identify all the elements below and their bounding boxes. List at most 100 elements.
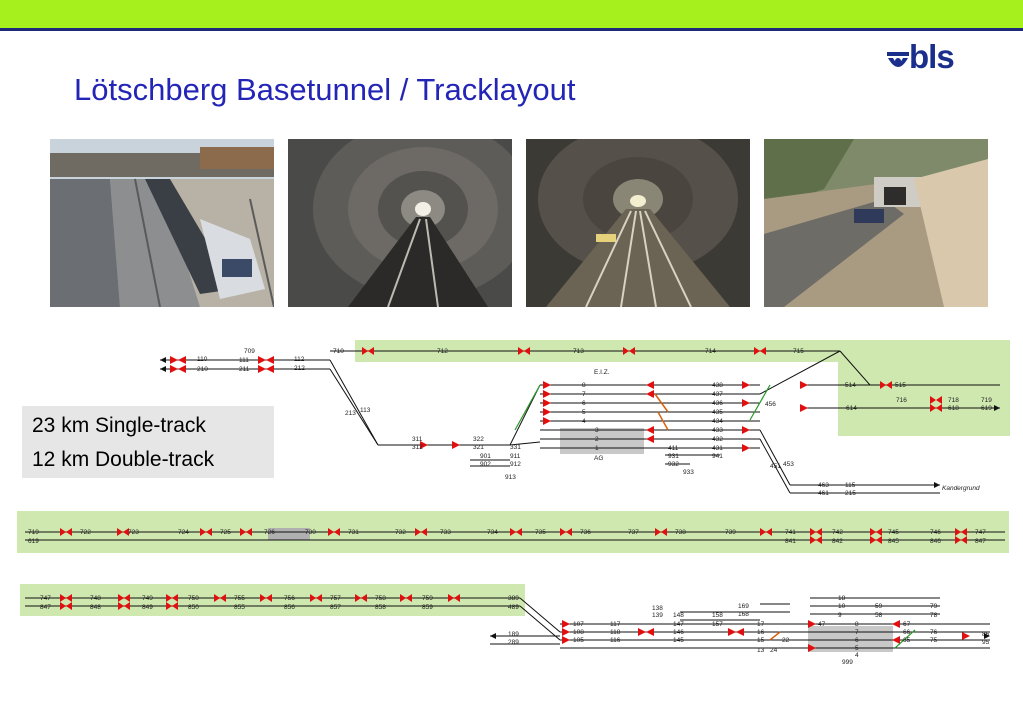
label-115: 115: [845, 482, 856, 489]
label-431: 431: [712, 445, 723, 452]
section1-labels: 110 210 709 111 211 112 212 710 712 713 …: [197, 348, 992, 497]
svg-text:138: 138: [652, 605, 663, 612]
svg-text:10: 10: [838, 603, 846, 610]
svg-text:746: 746: [930, 529, 941, 536]
svg-text:7: 7: [855, 629, 859, 636]
bls-emblem-icon: [887, 52, 909, 67]
svg-text:755: 755: [234, 595, 245, 602]
svg-text:59: 59: [875, 603, 883, 610]
label-718: 718: [948, 397, 959, 404]
svg-text:735: 735: [535, 529, 546, 536]
label-710: 710: [333, 348, 344, 355]
label-215: 215: [845, 490, 856, 497]
label-433: 433: [712, 427, 723, 434]
section3-labels: 747 847 748 848 749 849 750 850 755 855 …: [40, 595, 990, 666]
label-track-5: 5: [582, 409, 586, 416]
svg-text:747: 747: [975, 529, 986, 536]
section2-labels: 719 619 722 723 724 725 726 730 731 732 …: [28, 529, 986, 545]
svg-text:745: 745: [888, 529, 899, 536]
green-switch-markers: [514, 384, 916, 649]
svg-text:66: 66: [903, 629, 911, 636]
signals: [170, 347, 942, 452]
switch-markers: [654, 393, 781, 641]
label-322: 322: [473, 436, 484, 443]
arrow-left-icon: [490, 633, 496, 639]
label-435: 435: [712, 409, 723, 416]
section3-tracks: [25, 597, 990, 649]
arrow-left-icon: [160, 366, 166, 372]
label-track-2: 2: [595, 436, 599, 443]
photo-tunnel-crossover: [526, 139, 750, 307]
svg-text:79: 79: [930, 603, 938, 610]
svg-text:724: 724: [178, 529, 189, 536]
photo-tunnel-single-tube: [288, 139, 512, 307]
svg-text:116: 116: [610, 637, 621, 644]
svg-text:158: 158: [712, 612, 723, 619]
svg-text:148: 148: [673, 612, 684, 619]
svg-text:757: 757: [330, 595, 341, 602]
svg-text:845: 845: [888, 538, 899, 545]
svg-text:24: 24: [770, 647, 778, 654]
svg-text:189: 189: [508, 631, 519, 638]
svg-text:849: 849: [142, 604, 153, 611]
svg-text:841: 841: [785, 538, 796, 545]
svg-text:22: 22: [782, 637, 790, 644]
label-715: 715: [793, 348, 804, 355]
label-619: 619: [981, 405, 992, 412]
label-931: 931: [668, 453, 679, 460]
svg-text:168: 168: [738, 611, 749, 618]
station-platform-block: [560, 428, 644, 454]
top-divider-line: [0, 28, 1023, 31]
svg-text:847: 847: [40, 604, 51, 611]
svg-text:999: 999: [842, 659, 853, 666]
label-902: 902: [480, 461, 491, 468]
svg-text:18: 18: [838, 595, 846, 602]
label-track-4: 4: [582, 418, 586, 425]
svg-text:15: 15: [757, 637, 765, 644]
photo-station-freight-train: [50, 139, 274, 307]
label-912: 912: [510, 461, 521, 468]
label-212: 212: [294, 365, 305, 372]
svg-text:738: 738: [675, 529, 686, 536]
page-title: Lötschberg Basetunnel / Tracklayout: [74, 72, 576, 107]
label-111: 111: [239, 357, 249, 364]
svg-text:856: 856: [284, 604, 295, 611]
svg-text:105: 105: [573, 637, 584, 644]
label-714: 714: [705, 348, 716, 355]
label-track-3: 3: [595, 427, 599, 434]
bls-logo: bls: [885, 38, 971, 78]
label-438: 438: [712, 382, 723, 389]
svg-text:858: 858: [375, 604, 386, 611]
svg-text:95: 95: [982, 639, 990, 646]
svg-text:750: 750: [188, 595, 199, 602]
svg-text:730: 730: [305, 529, 316, 536]
svg-text:9: 9: [838, 612, 842, 619]
svg-text:75: 75: [930, 637, 938, 644]
label-913: 913: [505, 474, 516, 481]
svg-text:747: 747: [40, 595, 51, 602]
label-113: 113: [360, 407, 371, 414]
label-kandergrund: Kandergrund: [942, 485, 980, 492]
svg-text:734: 734: [487, 529, 498, 536]
svg-text:147: 147: [673, 621, 684, 628]
svg-text:850: 850: [188, 604, 199, 611]
svg-text:6: 6: [855, 637, 859, 644]
label-track-8: 8: [582, 382, 586, 389]
label-432: 432: [712, 436, 723, 443]
label-614: 614: [846, 405, 857, 412]
svg-text:118: 118: [610, 629, 621, 636]
svg-text:389: 389: [508, 595, 519, 602]
svg-text:859: 859: [422, 604, 433, 611]
signals-section2: [60, 528, 967, 544]
svg-text:117: 117: [610, 621, 621, 628]
top-accent-bar: [0, 0, 1023, 28]
svg-text:847: 847: [975, 538, 986, 545]
label-933: 933: [683, 469, 694, 476]
double-track-length: 12 km Double-track: [32, 448, 215, 471]
label-321: 321: [473, 444, 484, 451]
label-411: 411: [668, 445, 679, 452]
label-456: 456: [765, 401, 776, 408]
label-434: 434: [712, 418, 723, 425]
label-track-7: 7: [582, 391, 586, 398]
